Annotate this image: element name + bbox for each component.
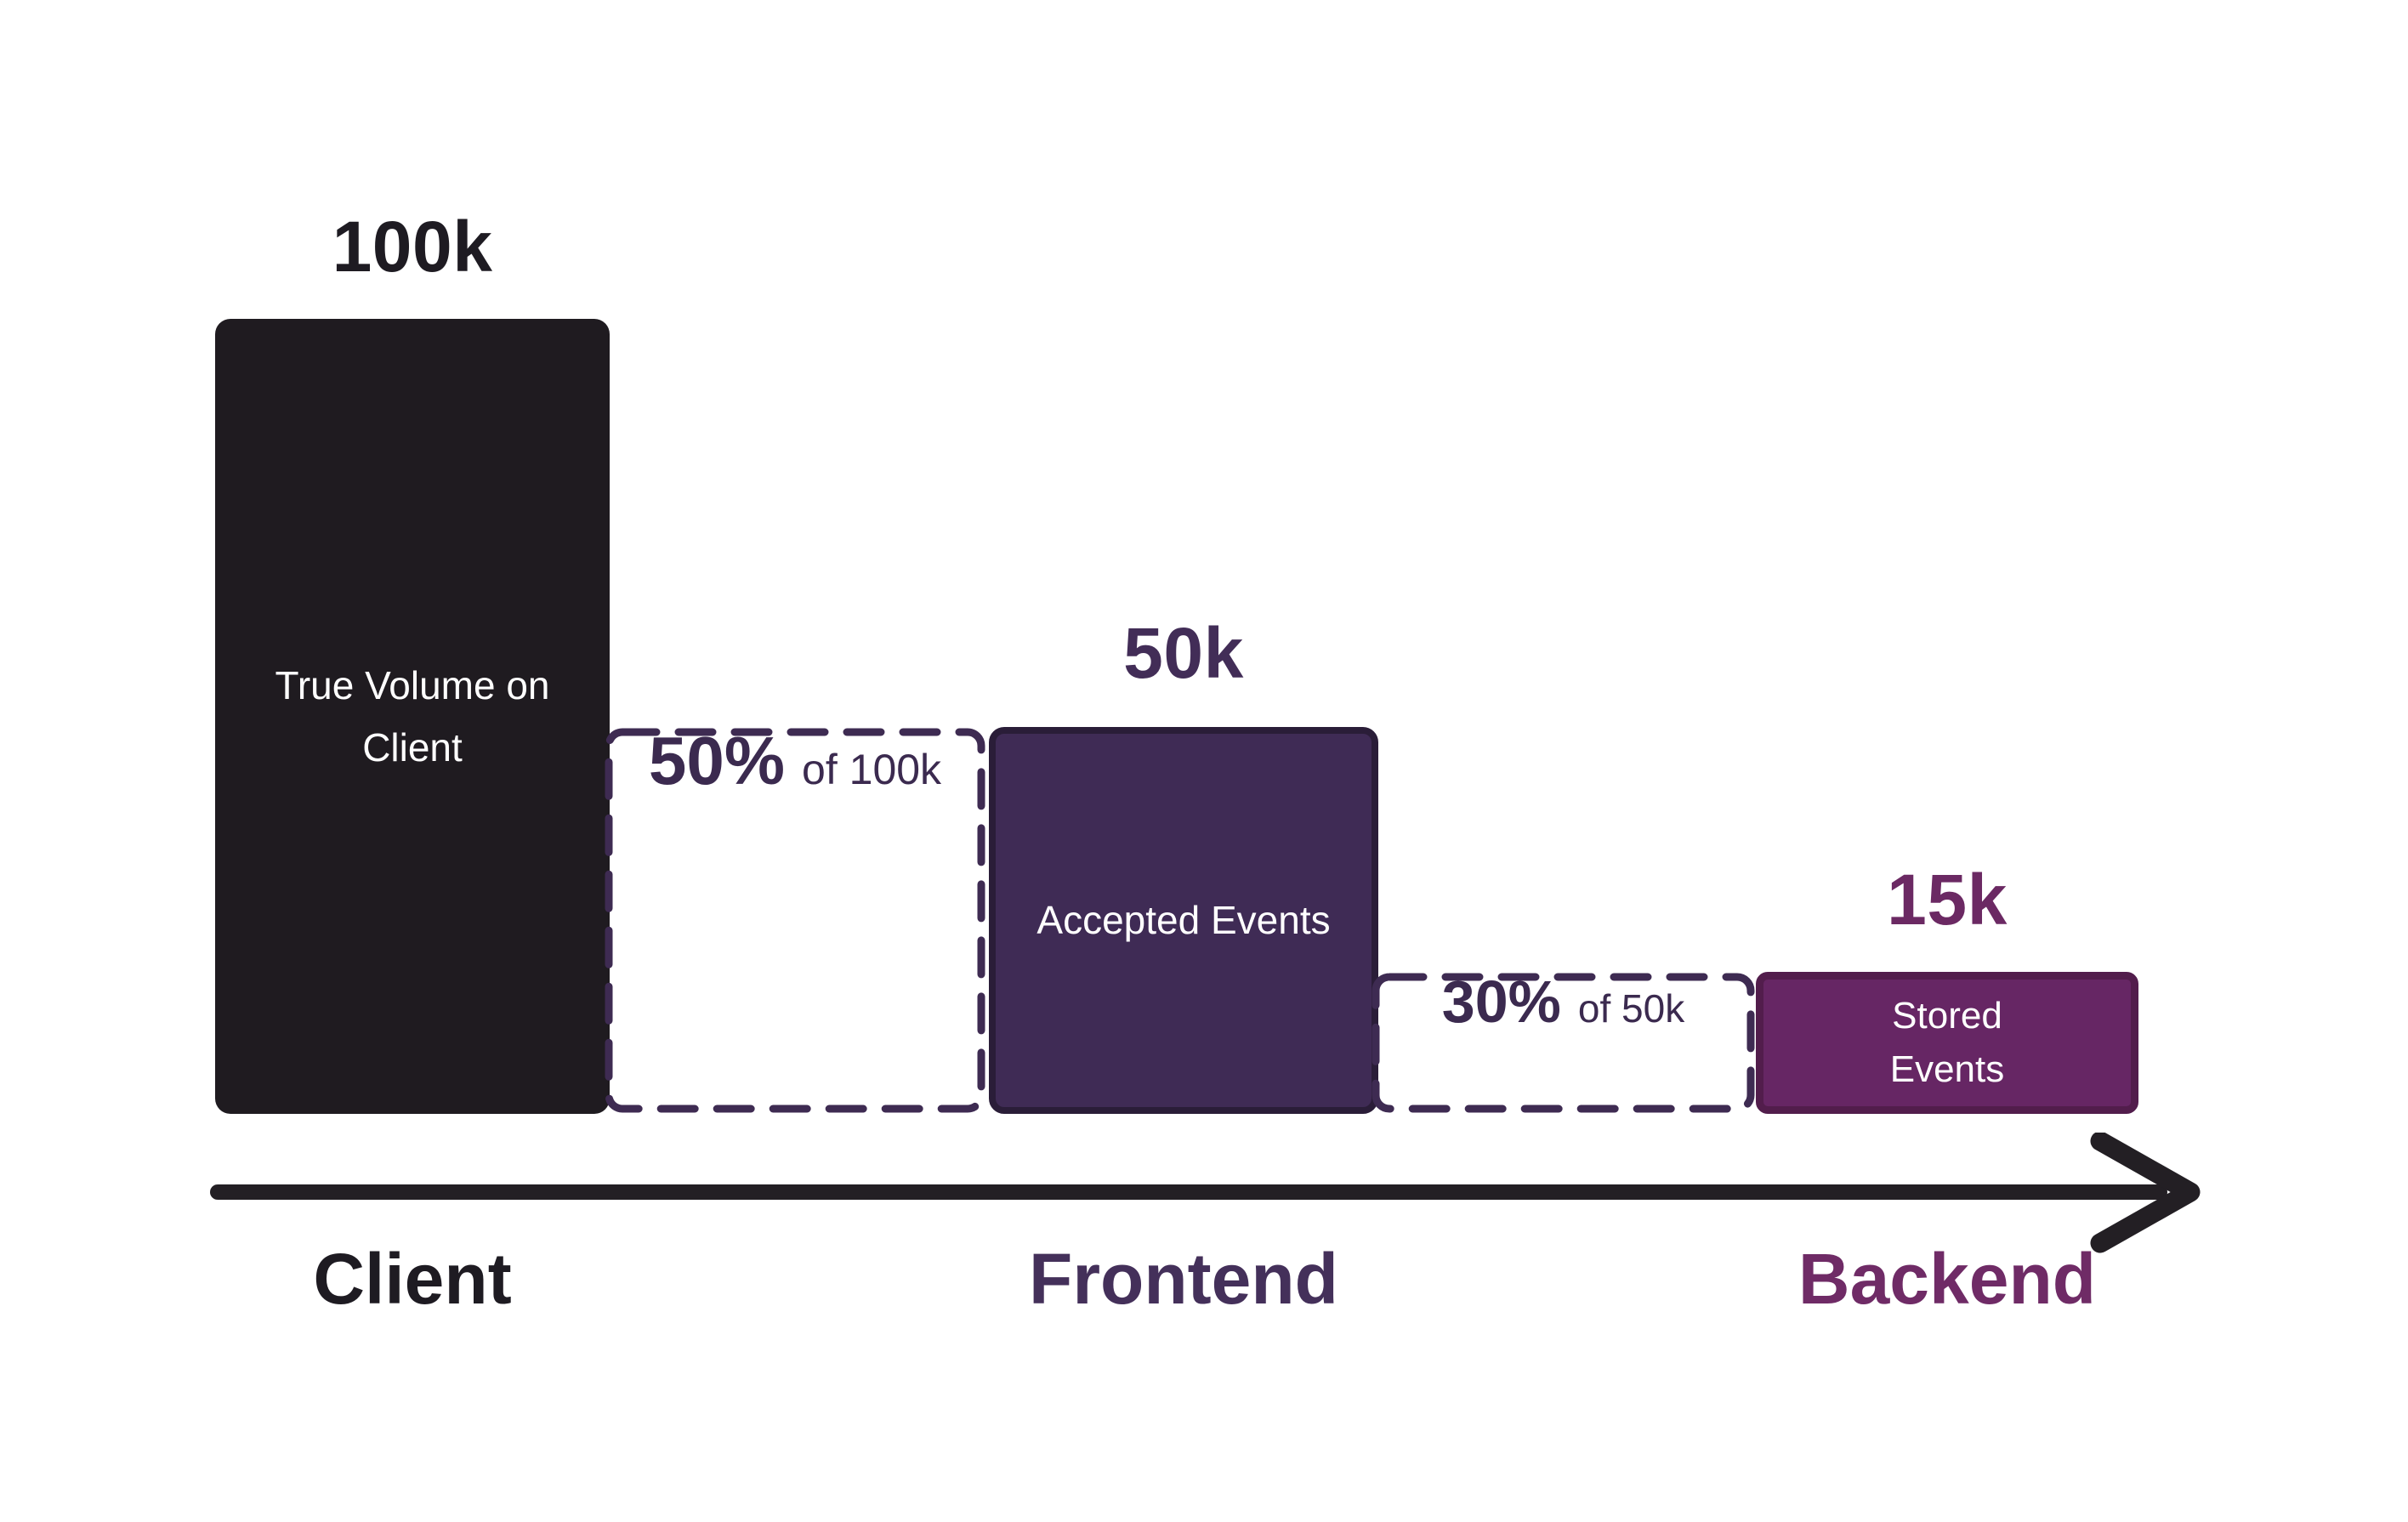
value-label-frontend: 50k (1123, 613, 1244, 693)
frontend-retention-of: of 100k (802, 746, 942, 793)
arrow-head-icon (2090, 1133, 2201, 1253)
accepted-events-bar: Accepted Events (989, 727, 1378, 1114)
dashed-rect (605, 728, 985, 1113)
frontend-retention-dashed-box (605, 728, 985, 1113)
stored-events-bar: Stored Events (1756, 972, 2138, 1114)
frontend-retention-annotation: 50% of 100k (604, 727, 986, 1114)
dashed-rect (1372, 973, 1755, 1113)
stored-events-bar-label: Stored Events (1889, 995, 2005, 1090)
accepted-events-bar-label: Accepted Events (1036, 898, 1331, 943)
stage-label-client: Client (313, 1239, 512, 1319)
flow-arrow (210, 1133, 2201, 1253)
true-volume-bar-label: True Volume on Client (275, 662, 550, 770)
backend-retention-percent: 30% (1441, 968, 1561, 1035)
frontend-retention-percent: 50% (648, 723, 786, 798)
backend-retention-of: of 50k (1577, 986, 1685, 1031)
value-label-backend: 15k (1887, 860, 2008, 940)
value-label-client: 100k (332, 207, 493, 287)
stage-label-backend: Backend (1797, 1239, 2097, 1319)
stage-label-frontend: Frontend (1029, 1239, 1338, 1319)
backend-retention-annotation: 30% of 50k (1371, 972, 1756, 1114)
true-volume-bar: True Volume on Client (215, 319, 610, 1114)
backend-retention-dashed-box (1372, 973, 1755, 1113)
